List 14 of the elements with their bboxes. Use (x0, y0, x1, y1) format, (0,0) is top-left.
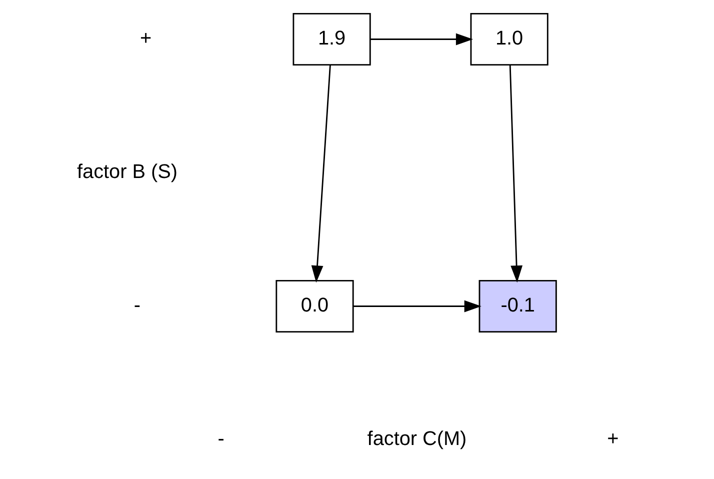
arrow (509, 65, 523, 283)
label: - (218, 428, 224, 450)
arrow (311, 65, 331, 283)
node-box: 0.0 (276, 280, 354, 333)
node-box: 1.0 (470, 12, 548, 66)
label: + (607, 428, 619, 450)
label: + (140, 28, 152, 50)
node-box: -0.1 (478, 280, 557, 333)
label: factor B (S) (77, 161, 178, 184)
label: - (134, 294, 141, 316)
label: factor C(M) (367, 428, 467, 450)
arrow (370, 33, 473, 46)
node-box: 1.9 (292, 12, 371, 66)
arrow (353, 300, 482, 312)
